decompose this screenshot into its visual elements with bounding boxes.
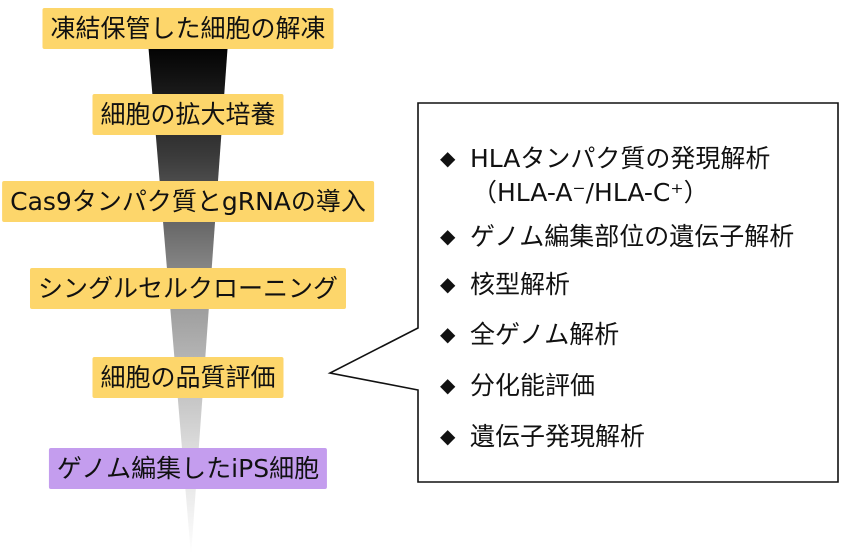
callout-item-gene-expression: ◆ 遺伝子発現解析 bbox=[440, 424, 645, 449]
diamond-bullet-icon: ◆ bbox=[440, 272, 456, 296]
step-thaw-frozen-cells: 凍結保管した細胞の解凍 bbox=[42, 8, 334, 49]
callout-item-text: 遺伝子発現解析 bbox=[470, 422, 646, 451]
callout-item-karyotype: ◆ 核型解析 bbox=[440, 272, 570, 297]
callout-item-text: HLAタンパク質の発現解析 bbox=[470, 144, 771, 173]
callout-item-edited-site-analysis: ◆ ゲノム編集部位の遺伝子解析 bbox=[440, 224, 794, 249]
callout-item-text: 核型解析 bbox=[470, 270, 571, 299]
callout-item-hla-subtext: （HLA-A⁻/HLA-C⁺） bbox=[472, 178, 709, 207]
callout-item-hla-expression: ◆ HLAタンパク質の発現解析 bbox=[440, 146, 770, 171]
callout-item-text: 全ゲノム解析 bbox=[470, 320, 620, 349]
step-expansion-culture: 細胞の拡大培養 bbox=[92, 94, 284, 135]
diamond-bullet-icon: ◆ bbox=[440, 424, 456, 448]
callout-item-text: ゲノム編集部位の遺伝子解析 bbox=[470, 222, 795, 251]
diamond-bullet-icon: ◆ bbox=[440, 224, 456, 248]
diamond-bullet-icon: ◆ bbox=[440, 322, 456, 346]
diamond-bullet-icon: ◆ bbox=[440, 146, 456, 170]
callout-item-text: 分化能評価 bbox=[470, 371, 596, 400]
callout-box bbox=[327, 102, 839, 483]
step-genome-edited-ips-cells: ゲノム編集したiPS細胞 bbox=[48, 448, 328, 489]
callout-item-differentiation: ◆ 分化能評価 bbox=[440, 373, 595, 398]
callout-item-whole-genome: ◆ 全ゲノム解析 bbox=[440, 322, 619, 347]
step-cas9-grna-introduction: Cas9タンパク質とgRNAの導入 bbox=[2, 181, 374, 222]
step-quality-evaluation: 細胞の品質評価 bbox=[92, 357, 284, 398]
step-single-cell-cloning: シングルセルクローニング bbox=[29, 268, 347, 309]
diamond-bullet-icon: ◆ bbox=[440, 373, 456, 397]
